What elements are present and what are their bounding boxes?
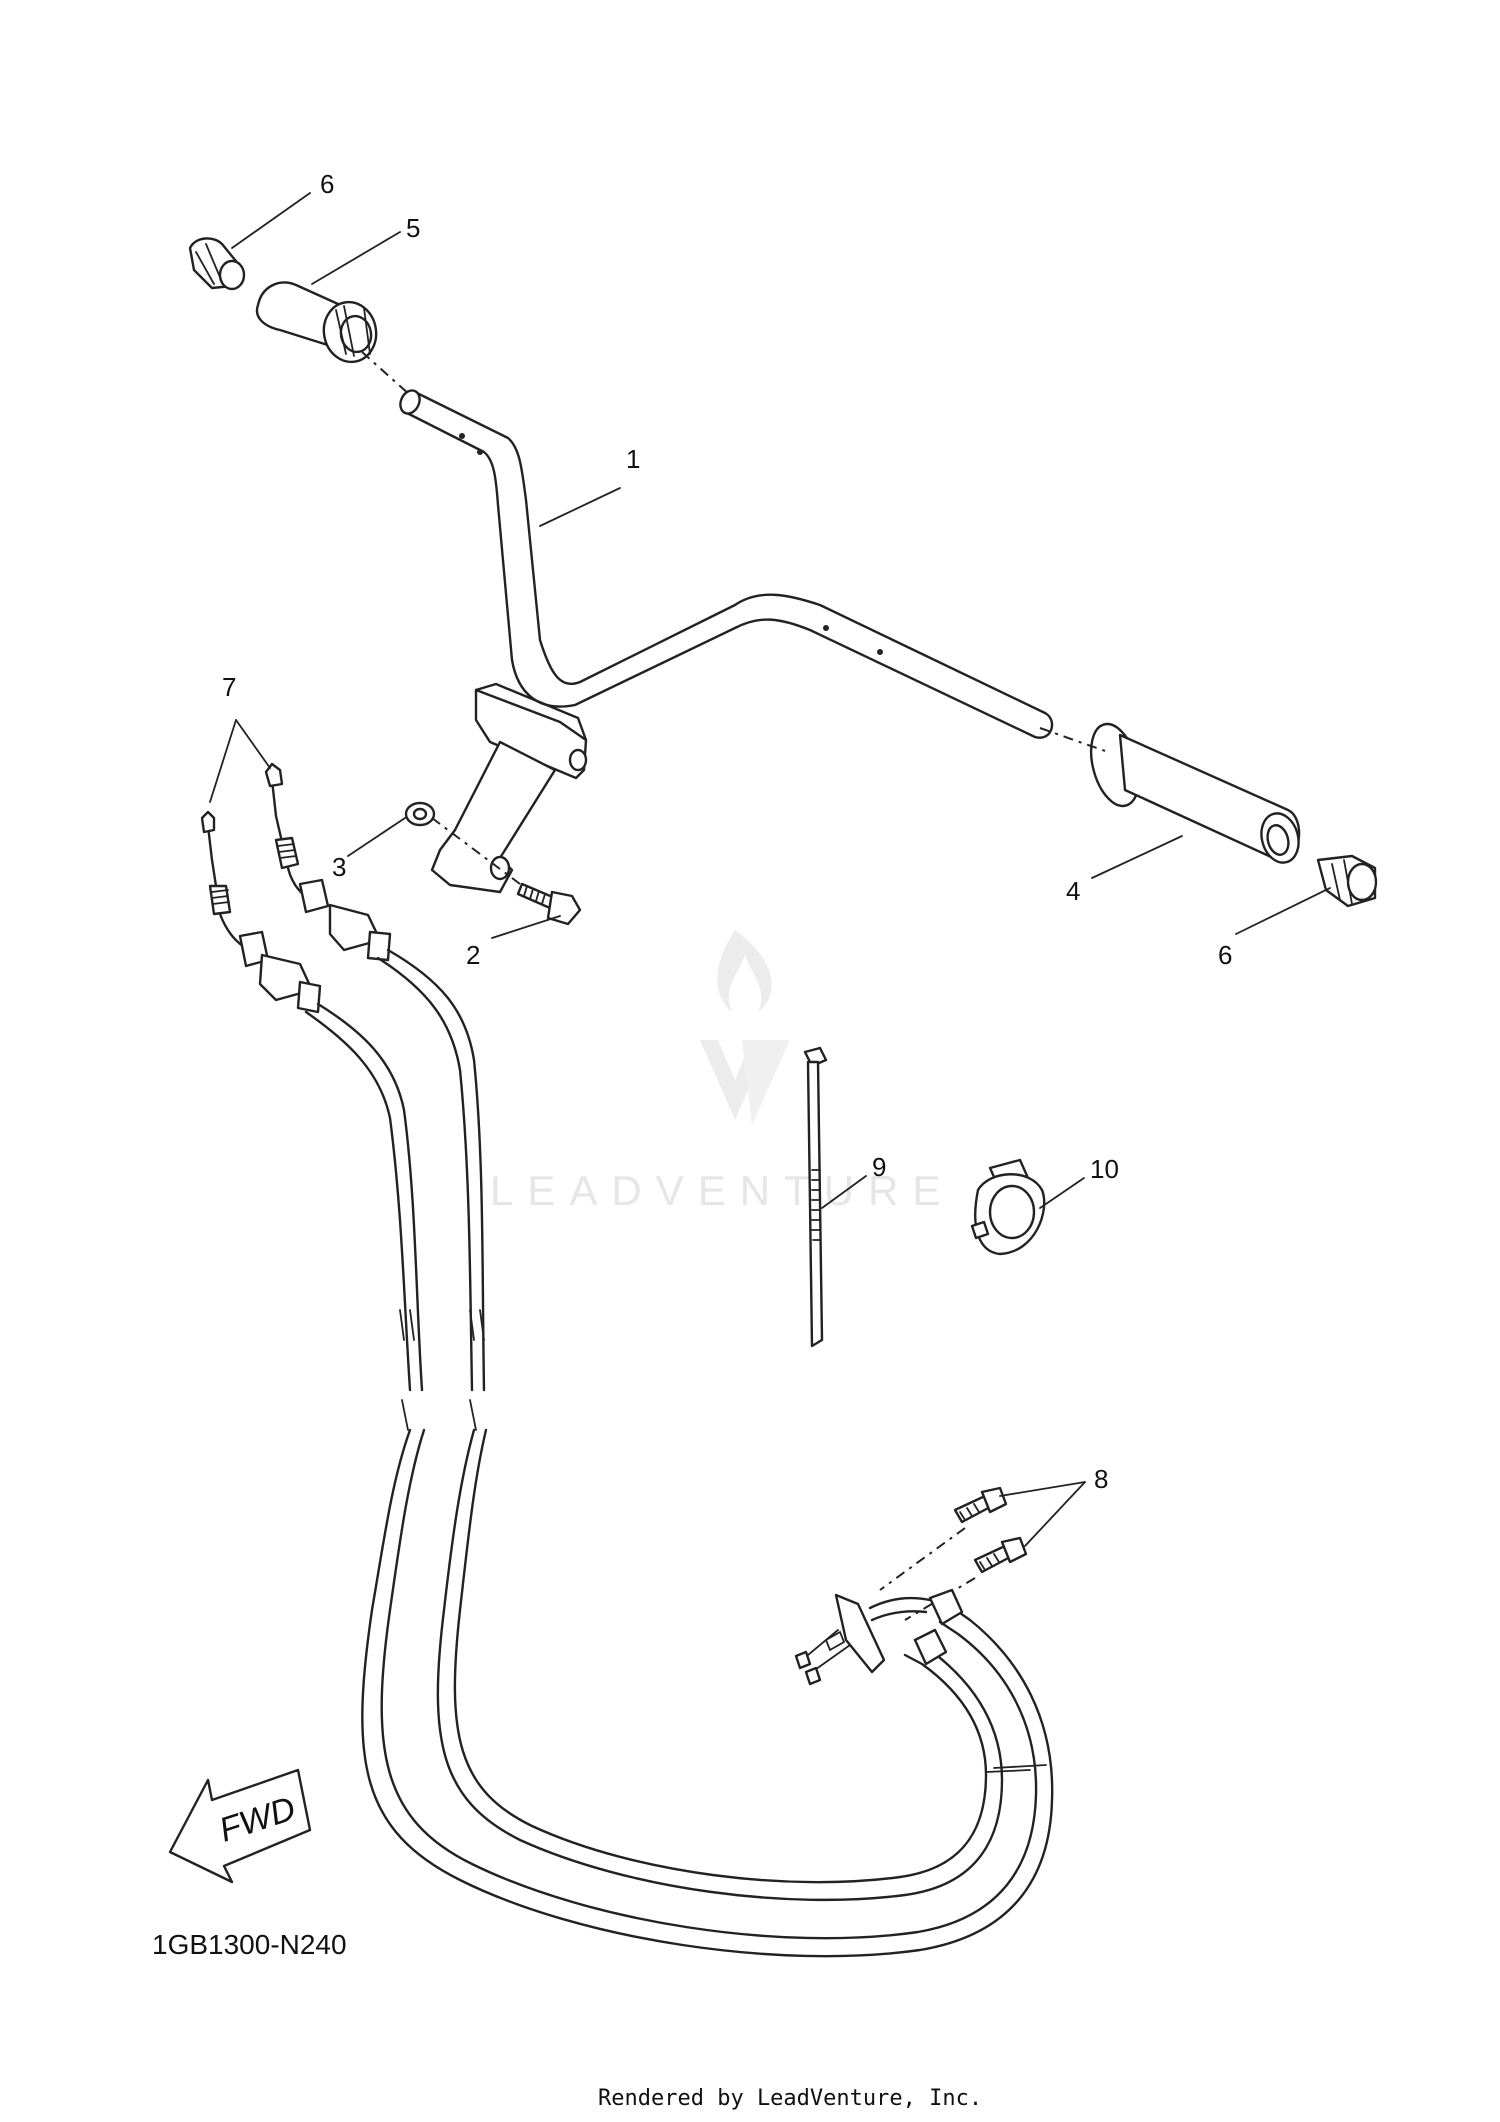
- callout-8: 8: [1094, 1464, 1108, 1494]
- diagram-code: 1GB1300-N240: [152, 1929, 347, 1960]
- callout-10: 10: [1090, 1154, 1119, 1184]
- washer: [404, 801, 436, 827]
- callout-5: 5: [406, 213, 420, 243]
- bolt: [516, 882, 582, 926]
- callout-7: 7: [222, 672, 236, 702]
- callout-6-left: 6: [320, 169, 334, 199]
- clamp: [970, 1158, 1046, 1256]
- right-grip: [1089, 722, 1301, 864]
- screws: [953, 1486, 1028, 1574]
- grip-alignment-line-left: [361, 351, 411, 396]
- callout-6-right: 6: [1218, 940, 1232, 970]
- left-bar-end: [188, 237, 246, 291]
- cable-tie: [803, 1046, 828, 1348]
- callout-3: 3: [332, 852, 346, 882]
- watermark-text: LEADVENTURE: [490, 1167, 954, 1214]
- handlebar: [399, 389, 1054, 894]
- screw-alignment-line-2: [904, 1577, 976, 1621]
- callout-1: 1: [626, 444, 640, 474]
- callout-2: 2: [466, 940, 480, 970]
- right-bar-end: [1316, 854, 1378, 908]
- render-credit: Rendered by LeadVenture, Inc.: [598, 2086, 982, 2111]
- throttle-cables: [200, 762, 1054, 1958]
- callout-4: 4: [1066, 876, 1080, 906]
- callouts: 6 5 1 3 2 4 6 7 8 9 10: [209, 169, 1331, 1547]
- callout-9: 9: [872, 1152, 886, 1182]
- left-grip: [255, 281, 378, 364]
- forward-arrow: FWD: [168, 1768, 312, 1884]
- screw-alignment-line-1: [879, 1527, 966, 1591]
- leadventure-watermark: LEADVENTURE: [490, 930, 954, 1214]
- bolt-alignment-line: [431, 817, 521, 885]
